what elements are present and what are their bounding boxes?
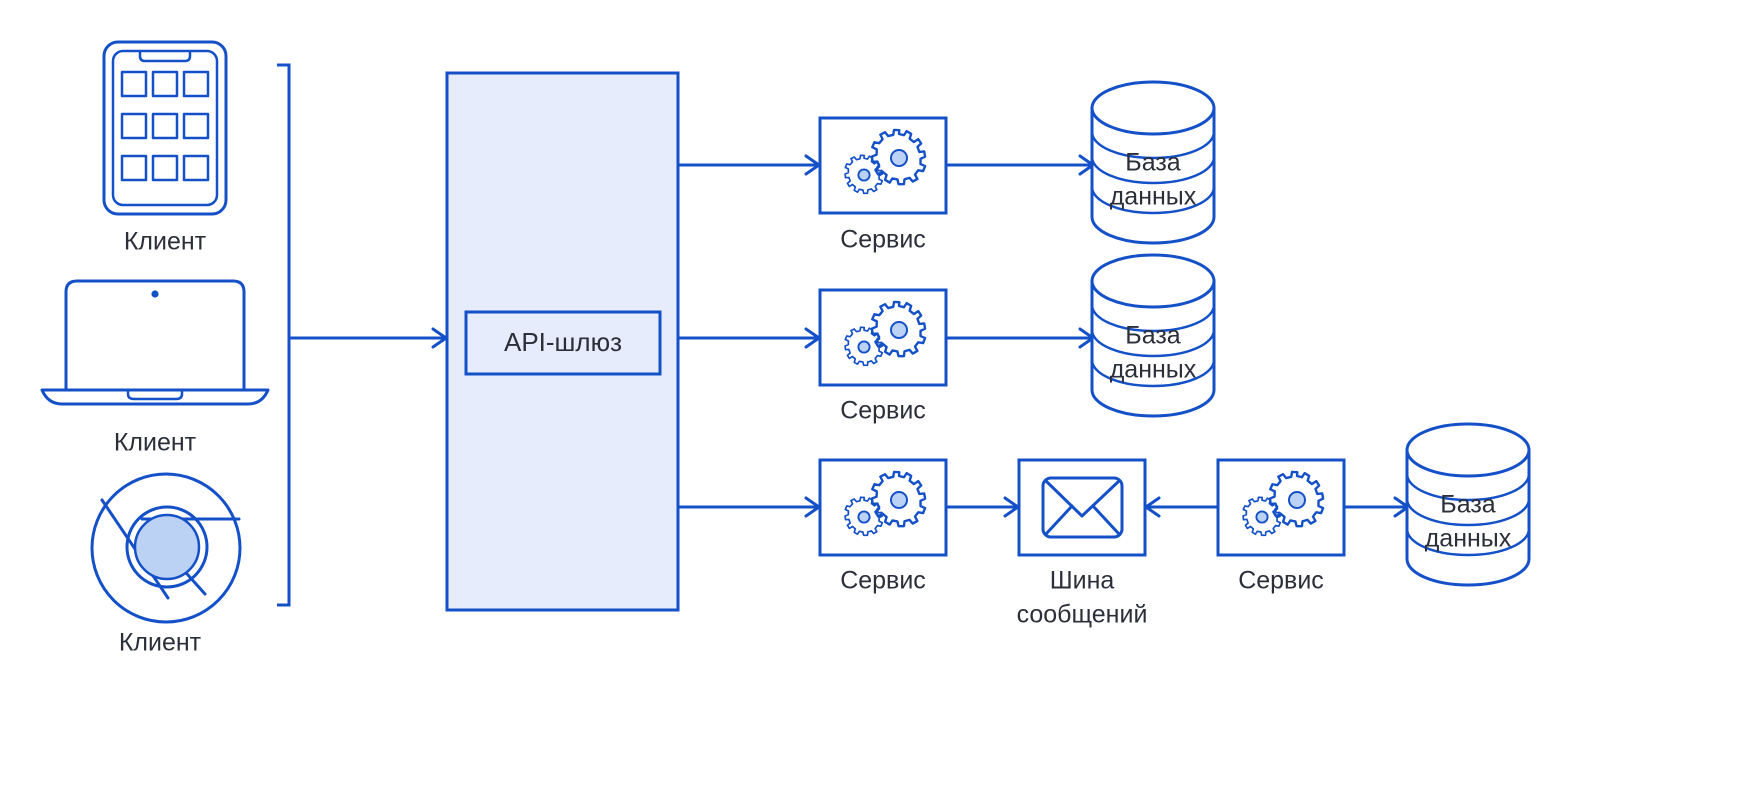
- service-3-group[interactable]: Сервис: [818, 458, 948, 595]
- gears-icon: [844, 470, 927, 537]
- service-3-label: Сервис: [840, 567, 926, 595]
- browser-chrome-icon: [90, 472, 242, 624]
- database-3-label-line1: База: [1440, 491, 1495, 519]
- api-gateway-group[interactable]: API-шлюз: [445, 71, 680, 612]
- service-1-label: Сервис: [840, 226, 926, 254]
- client-mobile-label: Клиент: [124, 228, 207, 256]
- laptop-icon: [40, 279, 270, 406]
- service-4-label: Сервис: [1238, 567, 1324, 595]
- client-mobile-group[interactable]: Клиент: [102, 40, 228, 256]
- client-browser-label: Клиент: [119, 629, 202, 657]
- database-2-label-line1: База: [1125, 322, 1180, 350]
- database-1-group[interactable]: База данных: [1090, 80, 1216, 245]
- service-2-group[interactable]: Сервис: [818, 288, 948, 425]
- database-1-label-line2: данных: [1110, 183, 1197, 211]
- database-2-label-line2: данных: [1110, 356, 1197, 384]
- arrow-gateway-to-service-2: [678, 327, 821, 349]
- api-gateway-label: API-шлюз: [504, 327, 622, 357]
- message-bus-group[interactable]: Шина сообщений: [1017, 458, 1148, 629]
- client-laptop-group[interactable]: Клиент: [40, 279, 270, 457]
- api-gateway-inner-box: [464, 310, 662, 376]
- database-2-group[interactable]: База данных: [1090, 253, 1216, 418]
- arrow-service-4-to-database-3: [1344, 496, 1410, 518]
- database-cylinder-icon: [1405, 422, 1531, 587]
- gears-icon: [1242, 470, 1325, 537]
- arrow-service-1-to-database-1: [946, 154, 1095, 176]
- client-browser-group[interactable]: Клиент: [90, 472, 242, 657]
- arrow-gateway-to-service-3: [678, 496, 821, 518]
- database-3-group[interactable]: База данных: [1405, 422, 1531, 587]
- envelope-icon: [1041, 476, 1124, 539]
- database-cylinder-icon: [1090, 80, 1216, 245]
- message-bus-label-line1: Шина: [1050, 567, 1115, 595]
- database-1-label-line1: База: [1125, 149, 1180, 177]
- database-3-label-line2: данных: [1425, 525, 1512, 553]
- clients-bracket: [277, 63, 291, 607]
- client-laptop-label: Клиент: [114, 429, 197, 457]
- message-bus-label-line2: сообщений: [1017, 601, 1148, 629]
- arrow-clients-to-gateway: [289, 327, 448, 349]
- mobile-phone-icon: [102, 40, 228, 216]
- arrow-service-2-to-database-2: [946, 327, 1095, 349]
- message-bus-box: [1017, 458, 1147, 557]
- arrow-service-3-to-message-bus: [946, 496, 1020, 518]
- gears-icon: [844, 300, 927, 367]
- service-2-label: Сервис: [840, 397, 926, 425]
- gears-icon: [844, 128, 927, 195]
- arrow-gateway-to-service-1: [678, 154, 821, 176]
- database-cylinder-icon: [1090, 253, 1216, 418]
- arrow-service-4-to-message-bus: [1144, 496, 1217, 518]
- service-1-group[interactable]: Сервис: [818, 116, 948, 254]
- service-4-group[interactable]: Сервис: [1216, 458, 1346, 595]
